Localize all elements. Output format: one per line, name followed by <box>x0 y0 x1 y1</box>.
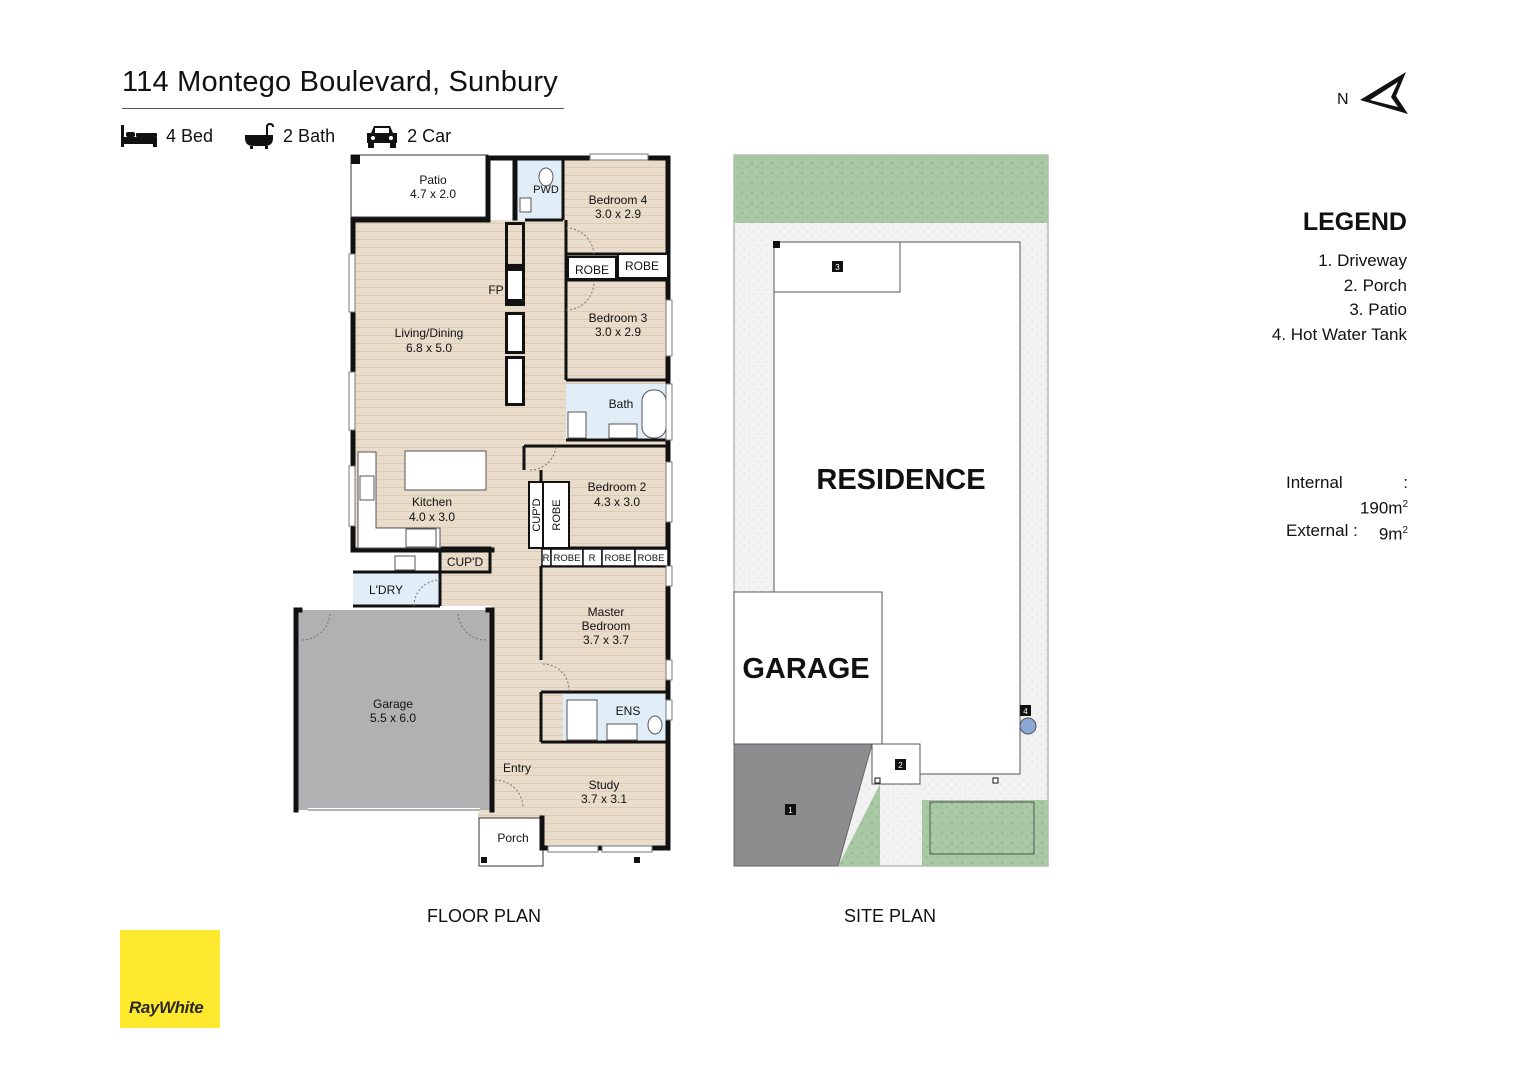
bedroom-4-label: Bedroom 4 <box>589 193 648 207</box>
marker-driveway: 1 <box>788 806 793 815</box>
cars-label: 2 Car <box>407 125 452 146</box>
legend-item: 2. Porch <box>1343 275 1407 295</box>
legend-item: 4. Hot Water Tank <box>1271 325 1407 345</box>
cupboard-label: CUP'D <box>447 555 484 569</box>
site-garage-label: GARAGE <box>742 653 869 685</box>
car-icon <box>367 126 398 148</box>
pwd-label: PWD <box>533 184 559 196</box>
porch-label: Porch <box>497 831 528 845</box>
bath-label: Bath <box>609 397 634 411</box>
study-label: Study <box>589 778 620 792</box>
property-specs: 4 Bed 2 Bath 2 Car <box>120 122 471 150</box>
beds-label: 4 Bed <box>166 125 214 146</box>
spec-cars: 2 Car <box>365 123 451 149</box>
unit-exponent: 2 <box>1402 524 1408 536</box>
bed-icon <box>121 125 157 147</box>
marker-porch: 2 <box>898 761 903 770</box>
site-markers: 1 2 3 4 <box>785 261 1031 815</box>
garage-label: Garage <box>373 697 413 711</box>
spec-beds: 4 Bed <box>120 123 213 149</box>
bedroom-3-label: Bedroom 3 <box>589 311 648 325</box>
brand-logo: RayWhite <box>120 930 220 1028</box>
floor-plan-caption: FLOOR PLAN <box>427 906 542 926</box>
legend-item: 3. Patio <box>1349 300 1407 320</box>
area-summary: Internal : 190m2 External : 9m2 <box>1286 472 1408 545</box>
north-label: N <box>1337 91 1349 108</box>
page-title: 114 Montego Boulevard, Sunbury <box>122 66 558 98</box>
marker-hot-water-tank: 4 <box>1023 707 1028 716</box>
master-bedroom-size: 3.7 x 3.7 <box>583 633 629 647</box>
cupboard-label: CUP'D <box>531 498 543 531</box>
spec-baths: 2 Bath <box>243 123 335 149</box>
robe-label: R <box>543 553 550 564</box>
bedroom-3-size: 3.0 x 2.9 <box>595 325 641 339</box>
title-underline <box>122 108 564 109</box>
robe-label: ROBE <box>638 553 665 564</box>
fireplace-label: FP <box>488 283 503 297</box>
kitchen-label: Kitchen <box>412 495 452 509</box>
legend-item: 1. Driveway <box>1318 251 1407 270</box>
ensuite-label: ENS <box>616 704 641 718</box>
bedroom-4-size: 3.0 x 2.9 <box>595 207 641 221</box>
robe-label: ROBE <box>575 263 609 277</box>
robe-label: ROBE <box>554 553 581 564</box>
site-plan: RESIDENCE GARAGE 1 2 3 4 <box>733 154 1049 867</box>
robe-label: ROBE <box>605 553 632 564</box>
baths-label: 2 Bath <box>283 125 336 146</box>
internal-area-value: : 190m <box>1359 473 1408 518</box>
study-size: 3.7 x 3.1 <box>581 792 627 806</box>
entry-label: Entry <box>503 761 531 775</box>
patio-label: Patio <box>419 173 447 187</box>
kitchen-size: 4.0 x 3.0 <box>409 510 455 524</box>
north-arrow-icon <box>1360 72 1408 114</box>
robe-label: ROBE <box>625 259 659 273</box>
brand-logo-text: RayWhite <box>129 998 204 1017</box>
legend-title: LEGEND <box>1302 208 1407 236</box>
residence-label: RESIDENCE <box>816 464 985 496</box>
bedroom-2-label: Bedroom 2 <box>588 480 647 494</box>
external-area-value: 9m <box>1378 524 1403 544</box>
living-dining-size: 6.8 x 5.0 <box>406 341 452 355</box>
bedroom-2-size: 4.3 x 3.0 <box>594 495 640 509</box>
laundry-label: L'DRY <box>369 583 403 597</box>
living-dining-label: Living/Dining <box>395 326 464 340</box>
robe-label: ROBE <box>551 499 563 530</box>
internal-area-label: Internal <box>1286 473 1343 492</box>
bath-icon <box>245 123 275 149</box>
garage-size: 5.5 x 6.0 <box>370 711 416 725</box>
robe-label: R <box>589 553 596 564</box>
marker-patio: 3 <box>835 263 840 272</box>
external-area-label: External : <box>1286 520 1358 540</box>
master-bedroom-label: Bedroom <box>582 619 631 633</box>
patio-size: 4.7 x 2.0 <box>410 187 456 201</box>
unit-exponent: 2 <box>1402 499 1408 510</box>
master-bedroom-label: Master <box>588 605 625 619</box>
legend-list: 1. Driveway 2. Porch 3. Patio 4. Hot Wat… <box>1272 249 1407 348</box>
site-plan-caption: SITE PLAN <box>844 906 937 926</box>
